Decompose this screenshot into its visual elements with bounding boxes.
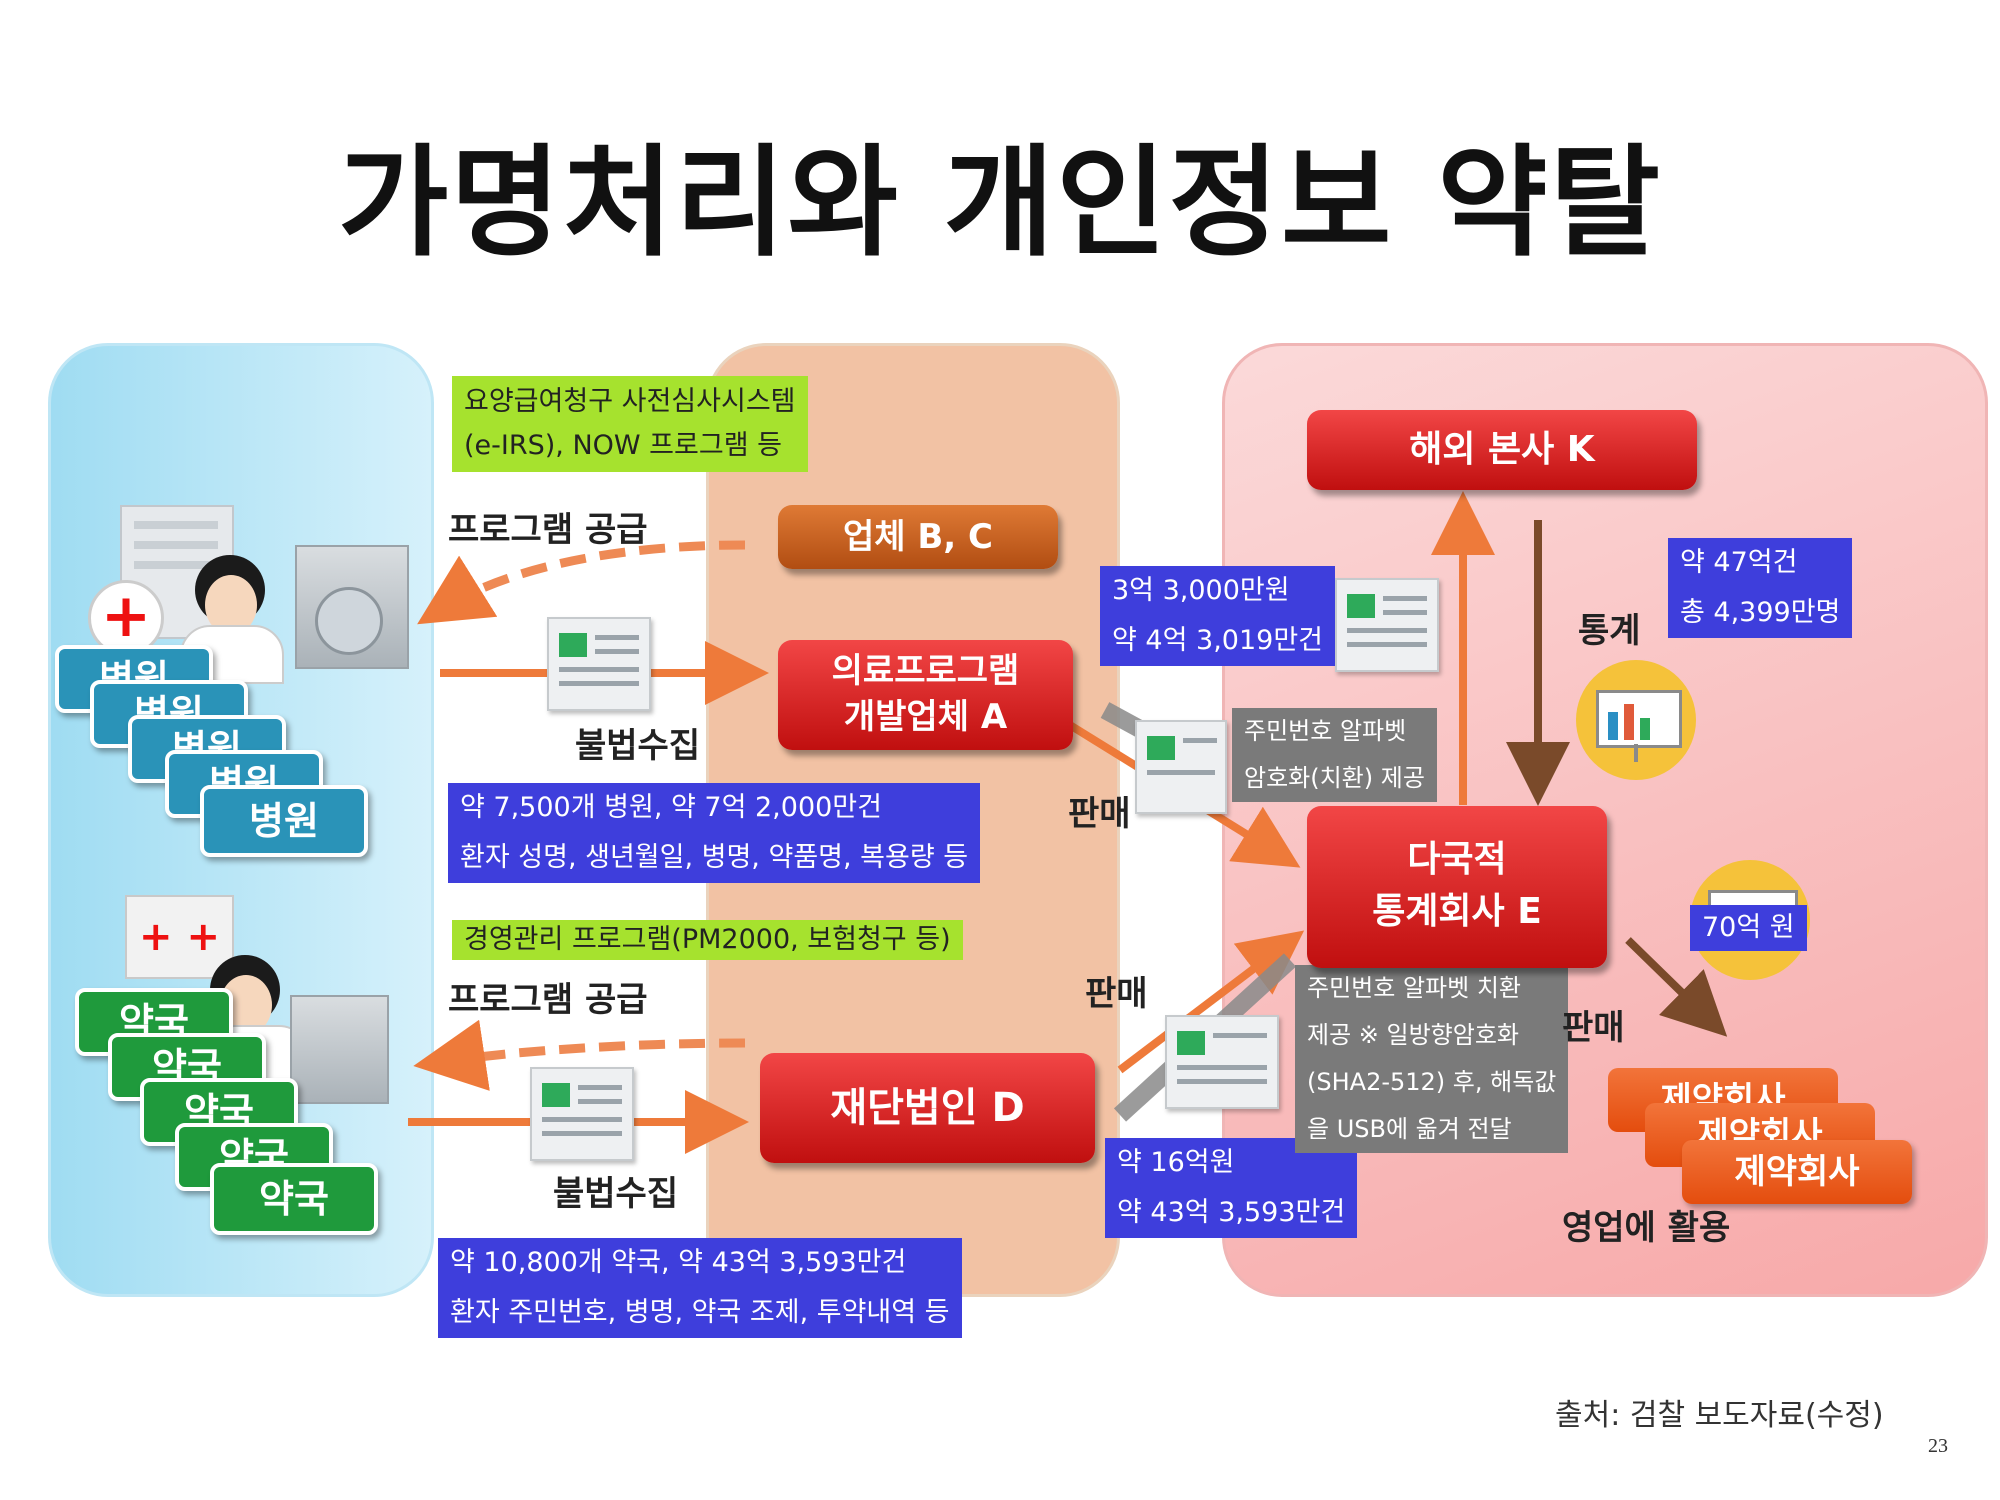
document-icon — [1135, 720, 1227, 814]
hq-stats-note: 약 47억건 총 4,399만명 — [1668, 538, 1853, 638]
box-stats-e: 다국적 통계회사 E — [1307, 806, 1607, 968]
label-sale-a: 판매 — [1068, 794, 1131, 834]
program-note-top-line1: 요양급여청구 사전심사시스템 — [464, 386, 796, 417]
box-stats-e-line2: 통계회사 E — [1372, 891, 1542, 932]
hospital-data-note: 약 7,500개 병원, 약 7억 2,000만건 환자 성명, 생년월일, 병… — [448, 783, 981, 883]
pharmacy-tag: 약국 — [108, 1033, 266, 1101]
page-number: 23 — [1928, 1435, 1948, 1457]
label-stats: 통계 — [1578, 611, 1641, 651]
source-note: 출처: 검찰 보도자료(수정) — [1555, 1398, 1884, 1433]
encrypt-d-line4: 을 USB에 옮겨 전달 — [1307, 1115, 1512, 1143]
supply-arrow-top — [417, 540, 746, 625]
box-dev-a-line1: 의료프로그램 — [831, 651, 1020, 691]
sale-d-line1: 약 16억원 — [1117, 1147, 1235, 1178]
software-box-icon — [295, 545, 409, 669]
box-vendor-bc: 업체 B, C — [778, 505, 1058, 569]
document-icon — [547, 617, 651, 711]
box-dev-a-line2: 개발업체 A — [843, 697, 1008, 737]
label-sales-use: 영업에 활용 — [1562, 1208, 1731, 1248]
box-stats-e-line1: 다국적 — [1407, 839, 1507, 880]
software-box-icon — [290, 995, 389, 1104]
pharmacy-tag: 약국 — [210, 1163, 378, 1235]
sale-a-line1: 3억 3,000만원 — [1112, 575, 1290, 606]
pharma-company-tag: 제약회사 — [1682, 1140, 1912, 1204]
sale-d-note: 약 16억원 약 43억 3,593만건 — [1105, 1138, 1358, 1238]
box-foundation-d: 재단법인 D — [760, 1053, 1095, 1163]
label-supply-top: 프로그램 공급 — [448, 510, 648, 550]
pharmacy-data-note: 약 10,800개 약국, 약 43억 3,593만건 환자 주민번호, 병명,… — [438, 1238, 962, 1338]
label-collect-bottom: 불법수집 — [553, 1174, 679, 1214]
revenue-note: 70억 원 — [1690, 905, 1807, 951]
red-cross-icon: + — [88, 580, 164, 656]
box-dev-a: 의료프로그램 개발업체 A — [778, 640, 1073, 750]
pharmacy-data-line1: 약 10,800개 약국, 약 43억 3,593만건 — [450, 1247, 907, 1278]
encrypt-a-note: 주민번호 알파벳 암호화(치환) 제공 — [1232, 708, 1437, 802]
hospital-data-line1: 약 7,500개 병원, 약 7억 2,000만건 — [460, 792, 882, 823]
document-icon — [530, 1067, 634, 1161]
encrypt-d-note: 주민번호 알파벳 치환 제공 ※ 일방향암호화 (SHA2-512) 후, 해독… — [1295, 965, 1569, 1153]
sale-a-note: 3억 3,000만원 약 4억 3,019만건 — [1100, 566, 1335, 666]
stats-chart-icon — [1576, 660, 1696, 780]
pharmacy-data-line2: 환자 주민번호, 병명, 약국 조제, 투약내역 등 — [450, 1297, 950, 1328]
program-note-bottom: 경영관리 프로그램(PM2000, 보험청구 등) — [452, 920, 963, 960]
encrypt-a-line1: 주민번호 알파벳 — [1244, 717, 1407, 745]
medicine-bottles-icon: + + — [125, 895, 234, 979]
program-note-top: 요양급여청구 사전심사시스템 (e-IRS), NOW 프로그램 등 — [452, 376, 808, 472]
encrypt-d-line1: 주민번호 알파벳 치환 — [1307, 974, 1521, 1002]
document-icon — [1335, 578, 1439, 672]
encrypt-d-line2: 제공 ※ 일방향암호화 — [1307, 1021, 1520, 1049]
document-icon — [1165, 1015, 1279, 1109]
label-supply-bottom: 프로그램 공급 — [448, 980, 648, 1020]
encrypt-d-line3: (SHA2-512) 후, 해독값 — [1307, 1068, 1557, 1096]
hq-stats-line1: 약 47억건 — [1680, 547, 1798, 578]
label-sale-e: 판매 — [1562, 1008, 1625, 1048]
supply-arrow-bottom — [413, 1019, 746, 1091]
page-title: 가명처리와 개인정보 약탈 — [338, 134, 1662, 273]
arrow-e-to-pharma — [1625, 937, 1728, 1037]
sale-arrow-d — [1117, 930, 1305, 1074]
label-sale-d: 판매 — [1085, 974, 1148, 1014]
sale-d-line2: 약 43억 3,593만건 — [1117, 1197, 1346, 1228]
box-hq-k: 해외 본사 K — [1307, 410, 1697, 490]
program-note-top-line2: (e-IRS), NOW 프로그램 등 — [464, 430, 782, 461]
encrypt-a-line2: 암호화(치환) 제공 — [1244, 764, 1425, 792]
sale-a-line2: 약 4억 3,019만건 — [1112, 625, 1323, 656]
hospital-tag: 병원 — [200, 785, 368, 857]
label-collect-top: 불법수집 — [575, 726, 701, 766]
hq-stats-line2: 총 4,399만명 — [1680, 597, 1841, 628]
hospital-data-line2: 환자 성명, 생년월일, 병명, 약품명, 복용량 등 — [460, 842, 969, 873]
